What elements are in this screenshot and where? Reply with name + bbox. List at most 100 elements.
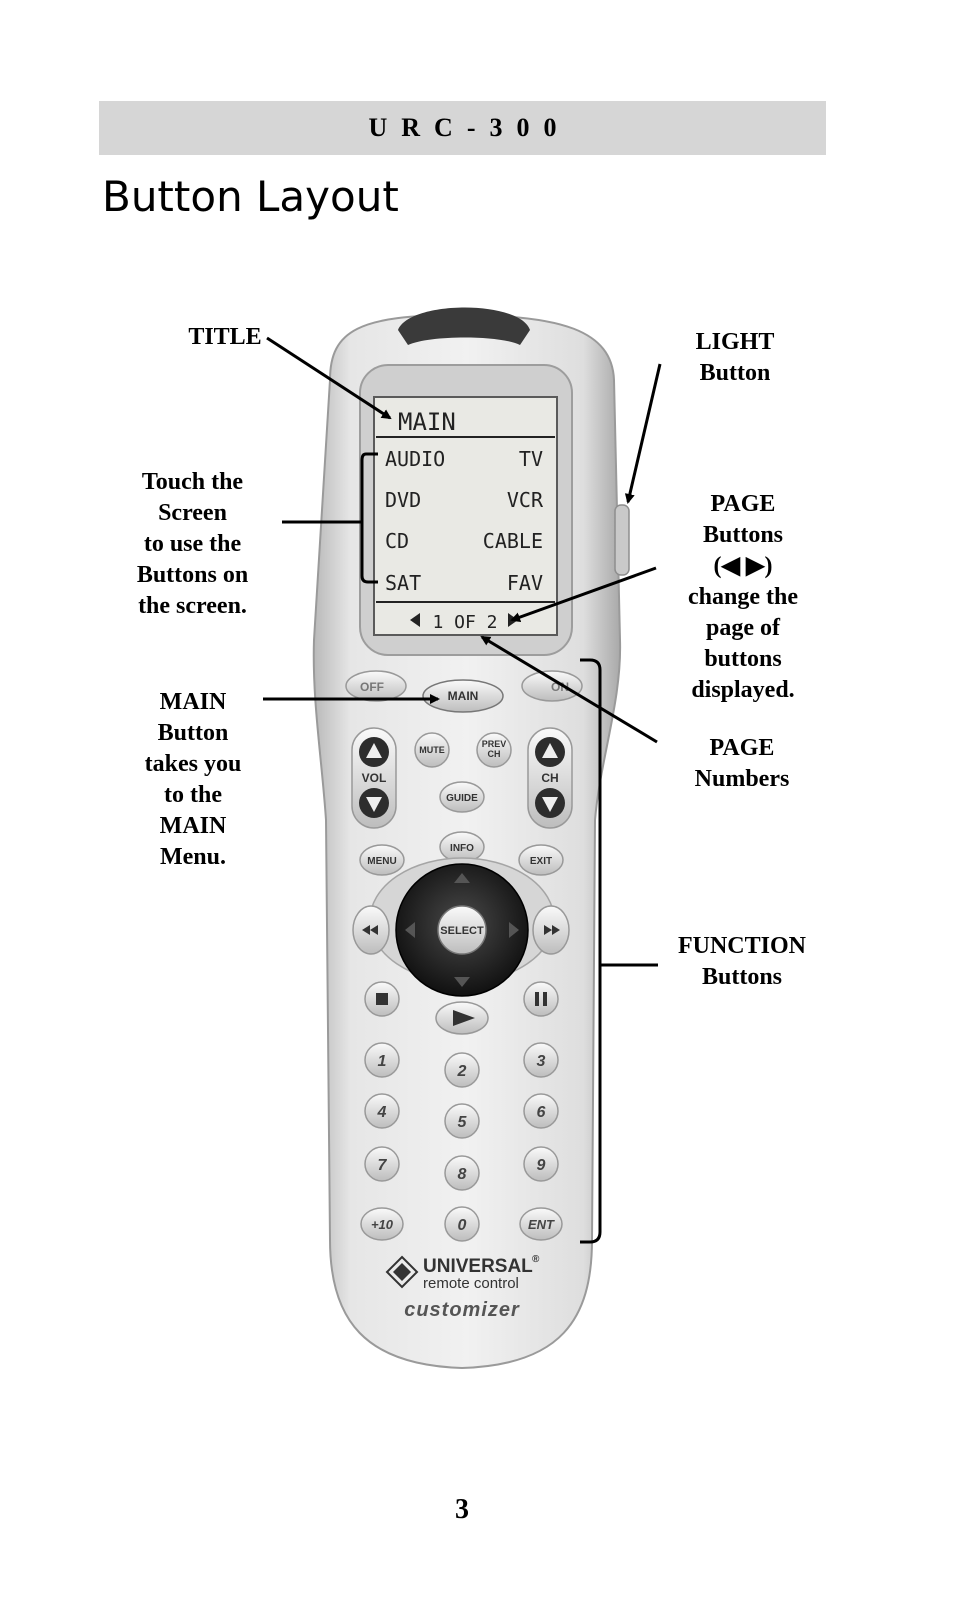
dpad-down-icon[interactable] [454,977,470,987]
screen-button-sat[interactable]: SAT [385,571,421,595]
volume-down-icon [366,797,382,812]
dpad-up-icon[interactable] [454,873,470,883]
screen-button-tv[interactable]: TV [519,447,543,471]
brand-logo-icon [385,1255,419,1289]
dpad-left-icon[interactable] [405,922,415,938]
digit-9-button[interactable] [523,1146,559,1182]
guide-label: GUIDE [446,793,478,804]
header-title: URC-300 [368,113,571,142]
digit-6-button[interactable] [523,1093,559,1129]
mute-button[interactable] [414,732,450,768]
touch-bracket [360,452,378,584]
light-arrow [624,363,662,504]
guide-button[interactable] [439,781,485,813]
screen-button-vcr[interactable]: VCR [507,488,544,512]
header-bar: URC-300 [99,101,826,155]
pause-button[interactable] [523,981,559,1017]
digit-label: 1 [378,1053,387,1070]
digit-label: 4 [377,1104,387,1121]
lcd-screen[interactable]: MAIN AUDIO TV DVD VCR CD CABLE SAT FAV 1… [373,396,558,636]
screen-button-audio[interactable]: AUDIO [385,447,445,471]
title-arrow [266,336,392,420]
digit-1-button[interactable] [364,1042,400,1078]
off-button[interactable] [345,670,407,702]
volume-up-icon [366,743,382,758]
brand-name: UNIVERSAL [423,1256,533,1277]
page-number: 3 [455,1494,469,1525]
callout-line: page of [706,615,780,641]
digit-8-button[interactable] [444,1155,480,1191]
exit-button[interactable] [518,844,564,876]
select-label: SELECT [440,925,484,937]
callout-title: TITLE [180,322,270,353]
pause-icon [535,992,539,1006]
on-button[interactable] [521,670,583,702]
transport-buttons [364,981,559,1035]
digit-label: 9 [537,1157,546,1174]
digit-label: 3 [537,1053,546,1070]
callout-line: to use the [143,531,242,557]
fast-forward-icon [544,925,560,935]
screen-button-fav[interactable]: FAV [507,571,543,595]
digit-label: 5 [458,1114,468,1131]
screen-button-dvd[interactable]: DVD [385,488,421,512]
main-button-label: MAIN [448,689,479,703]
mute-label: MUTE [419,745,445,755]
brand-logo: UNIVERSAL ® remote control customizer [385,1254,540,1321]
callout-line: LIGHT [695,329,775,355]
screen-button-cd[interactable]: CD [385,529,409,553]
page-left-icon[interactable] [410,613,420,627]
callout-line: Screen [158,500,227,526]
callout-line: the screen. [138,593,247,619]
light-button[interactable] [614,504,630,576]
stop-icon [376,993,388,1005]
callout-page-buttons: PAGE Buttons (◀ ▶) change the page of bu… [668,489,818,706]
screen-button-cable[interactable]: CABLE [483,529,543,553]
rewind-icon [362,925,378,935]
ent-button[interactable] [519,1207,563,1241]
callout-line: Button [699,360,771,386]
digit-2-button[interactable] [444,1052,480,1088]
page-buttons-arrow [510,566,657,622]
function-bracket [580,658,602,1244]
select-button[interactable] [437,905,487,955]
prev-ch-button[interactable] [476,732,512,768]
page-numbers-arrow [480,635,658,744]
callout-line: Buttons [701,964,783,990]
menu-label: MENU [367,856,396,867]
remote-small-buttons: MUTE PREV CH GUIDE INFO MENU EXIT [359,732,564,876]
plus10-button[interactable] [360,1207,404,1241]
callout-page-numbers: PAGE Numbers [672,733,812,795]
main-button[interactable] [422,679,504,713]
callout-line: Touch the [141,469,244,495]
callout-line: FUNCTION [677,933,806,959]
menu-button[interactable] [359,844,405,876]
callout-line: buttons [704,646,782,672]
callout-lines [263,336,662,1244]
callout-function-buttons: FUNCTION Buttons [662,931,822,993]
play-icon [453,1010,475,1026]
exit-label: EXIT [530,856,552,867]
screen-title: MAIN [398,408,456,436]
callout-line: displayed. [691,677,795,703]
digit-0-button[interactable] [444,1206,480,1242]
dpad-right-icon[interactable] [509,922,519,938]
channel-up-icon [542,743,558,758]
channel-rocker: CH [527,727,573,829]
digit-7-button[interactable] [364,1146,400,1182]
brand-sub: remote control [423,1275,519,1292]
callout-line: MAIN [159,813,227,839]
callout-line: Numbers [694,766,790,792]
callout-line: Menu. [160,844,226,870]
plus10-label: +10 [371,1217,394,1232]
prev-ch-label: PREV [482,739,507,749]
channel-down-icon [542,797,558,812]
callout-line: (◀ ▶) [713,553,773,579]
ent-label: ENT [528,1217,555,1232]
remote-top-row: OFF MAIN ON [345,670,583,713]
digit-5-button[interactable] [444,1103,480,1139]
digit-4-button[interactable] [364,1093,400,1129]
digit-3-button[interactable] [523,1042,559,1078]
callout-light-button: LIGHT Button [665,327,805,389]
